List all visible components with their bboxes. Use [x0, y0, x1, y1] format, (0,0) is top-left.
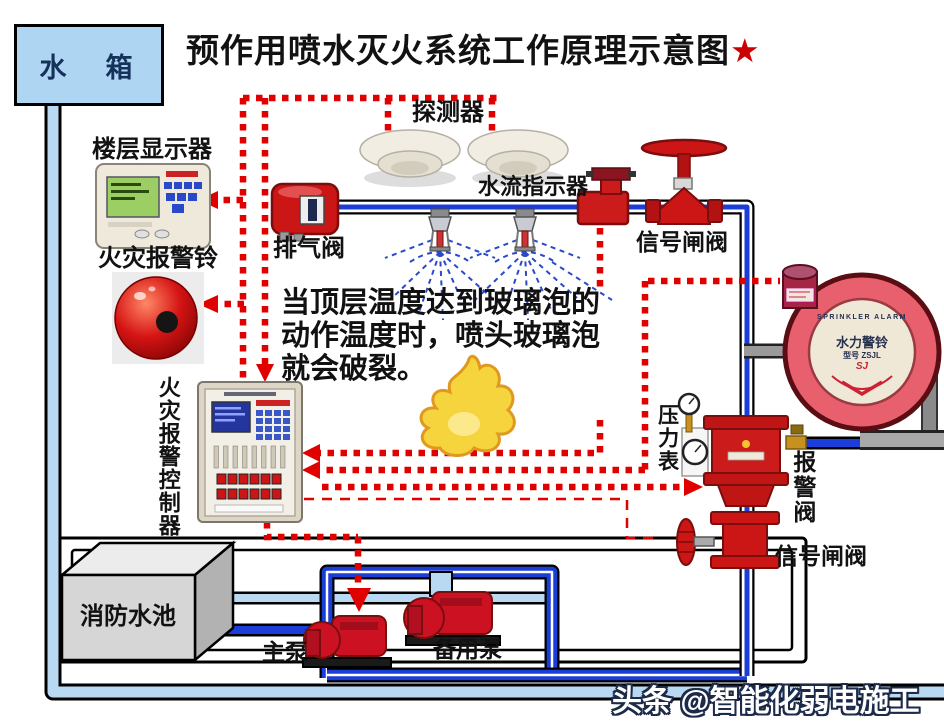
page-title-text: 预作用喷水灭火系统工作原理示意图	[186, 32, 730, 69]
title-star-icon: ★	[730, 32, 761, 69]
backup-pump	[403, 591, 501, 646]
floor-display-device	[95, 163, 211, 249]
water-tank: 水 箱	[14, 24, 164, 106]
fire-pool-label: 消防水池	[80, 603, 176, 630]
water-flow-indicator	[576, 167, 636, 226]
annotation-text: 当顶层温度达到玻璃泡的 动作温度时，喷头玻璃泡 就会破裂。	[281, 287, 600, 386]
signal-lines	[220, 94, 780, 588]
alarm-valve-label: 报警阀	[789, 450, 816, 525]
exhaust-valve-label: 排气阀	[273, 235, 345, 262]
floor-display-label: 楼层显示器	[92, 136, 212, 163]
fire-pool	[58, 540, 237, 663]
detector-label: 探测器	[412, 99, 484, 126]
pressure-switch-cylinder	[782, 264, 818, 309]
bell-model-text: 型号 ZSJL	[843, 351, 881, 360]
bell-logo-text: SJ	[855, 361, 869, 372]
smoke-detector-right	[467, 129, 569, 187]
alarm-valve	[677, 392, 807, 507]
hydraulic-alarm-bell	[782, 272, 942, 432]
page-title: 预作用喷水灭火系统工作原理示意图★	[186, 24, 761, 72]
fire-alarm-bell-label: 火灾报警铃	[98, 245, 218, 272]
signal-gate-valve-bottom-label: 信号闸阀	[775, 543, 867, 569]
water-tank-label: 水 箱	[39, 52, 139, 83]
signal-arrows	[198, 191, 703, 612]
bell-arc-text: SPRINKLER ALARM	[817, 314, 907, 321]
smoke-detector-left	[359, 129, 461, 187]
signal-gate-valve-bottom	[676, 511, 780, 569]
annotation-line1: 当顶层温度达到玻璃泡的	[281, 287, 601, 319]
watermark: 头条 @智能化弱电施工日记	[612, 685, 920, 718]
annotation-line2: 动作温度时，喷头玻璃泡	[281, 320, 601, 352]
water-flow-indicator-label: 水流指示器	[478, 174, 589, 199]
sprinkler-spray	[384, 239, 613, 321]
pressure-gauge-label: 压力表	[655, 404, 679, 473]
fire-alarm-control-panel	[197, 381, 303, 523]
signal-gate-valve-top-label: 信号闸阀	[636, 229, 728, 255]
sprinkler-head	[428, 208, 537, 252]
fire-alarm-bell-device	[112, 272, 204, 364]
annotation-line3: 就会破裂。	[281, 353, 427, 385]
signal-gate-valve-top	[640, 138, 728, 225]
flame	[419, 354, 516, 457]
signal-line-thin	[304, 497, 660, 540]
backup-pump-label: 备用泵	[433, 636, 502, 662]
bell-name-text: 水力警铃	[835, 335, 888, 350]
exhaust-valve	[270, 182, 340, 242]
main-pump	[302, 615, 392, 668]
control-panel-label: 火灾报警控制器	[155, 376, 181, 537]
main-pump-label: 主泵	[262, 639, 308, 665]
